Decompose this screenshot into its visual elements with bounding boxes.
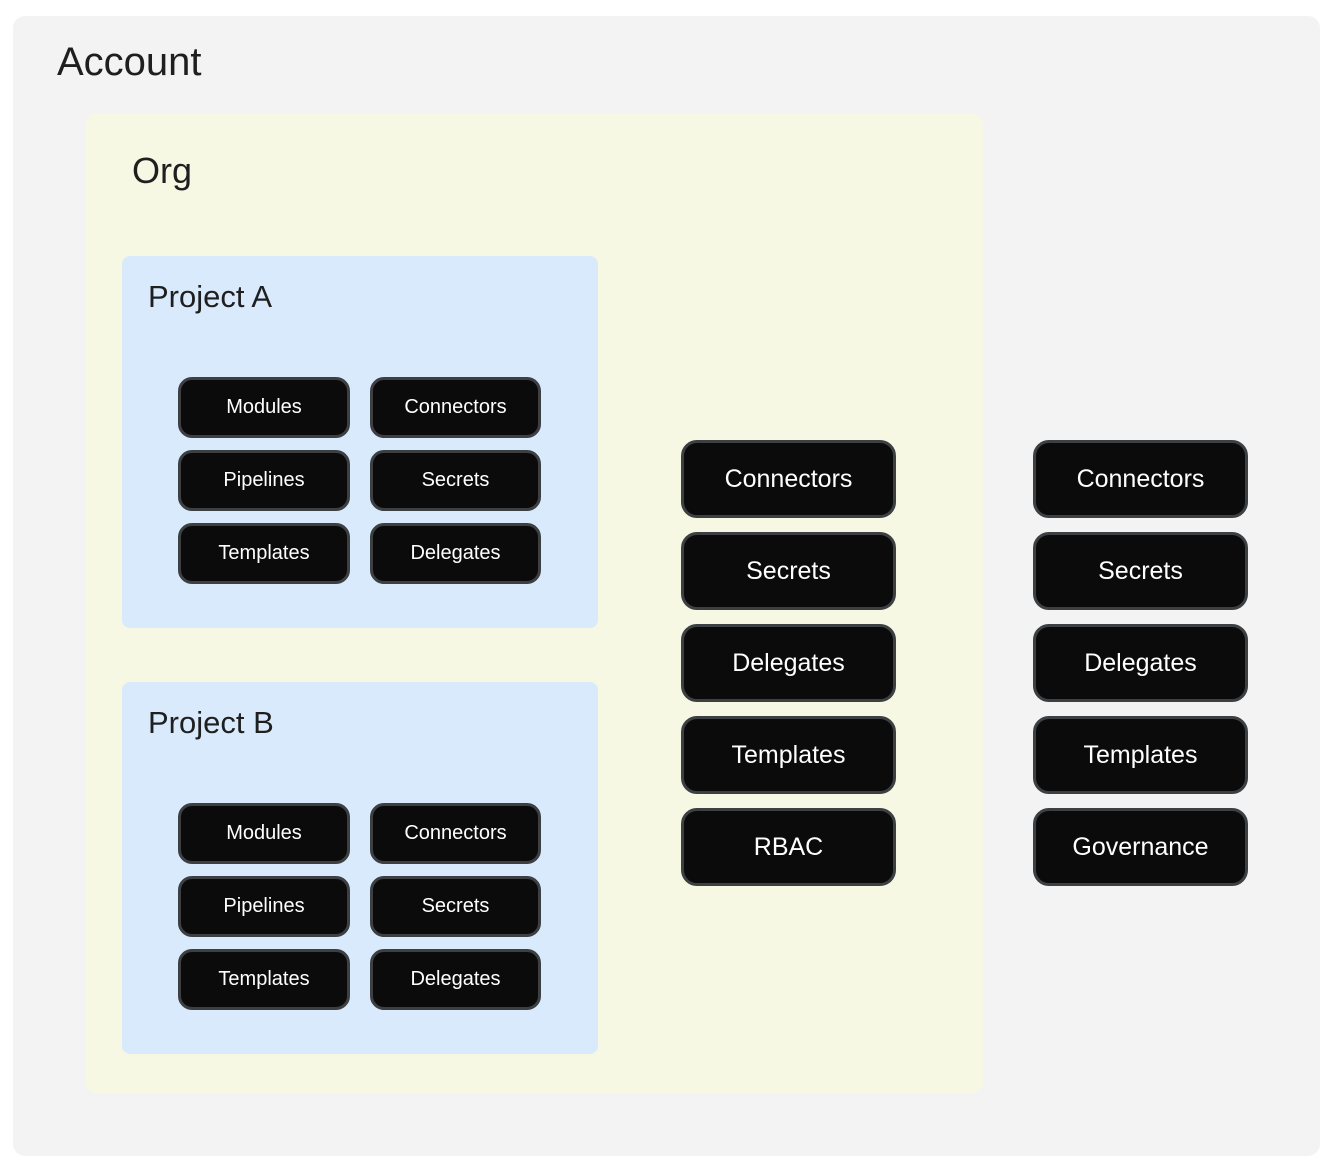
project-a-title: Project A bbox=[148, 279, 273, 314]
node-modules: Modules bbox=[178, 377, 350, 438]
org-container: Org Project A Modules Connectors Pipelin… bbox=[85, 113, 983, 1093]
node-delegates: Delegates bbox=[370, 949, 541, 1010]
node-secrets: Secrets bbox=[681, 532, 896, 610]
account-title: Account bbox=[57, 40, 202, 84]
node-connectors: Connectors bbox=[370, 803, 541, 864]
node-rbac: RBAC bbox=[681, 808, 896, 886]
node-delegates: Delegates bbox=[1033, 624, 1248, 702]
org-title: Org bbox=[132, 150, 193, 191]
project-b-container: Project B Modules Connectors Pipelines S… bbox=[122, 682, 598, 1054]
node-secrets: Secrets bbox=[370, 450, 541, 511]
node-delegates: Delegates bbox=[370, 523, 541, 584]
node-templates: Templates bbox=[178, 949, 350, 1010]
node-secrets: Secrets bbox=[1033, 532, 1248, 610]
project-b-pill-grid: Modules Connectors Pipelines Secrets Tem… bbox=[178, 803, 541, 1010]
node-templates: Templates bbox=[1033, 716, 1248, 794]
node-secrets: Secrets bbox=[370, 876, 541, 937]
project-a-container: Project A Modules Connectors Pipelines S… bbox=[122, 256, 598, 628]
project-a-pill-grid: Modules Connectors Pipelines Secrets Tem… bbox=[178, 377, 541, 584]
node-connectors: Connectors bbox=[681, 440, 896, 518]
org-resources-column: Connectors Secrets Delegates Templates R… bbox=[681, 440, 896, 886]
node-pipelines: Pipelines bbox=[178, 450, 350, 511]
project-b-title: Project B bbox=[148, 705, 274, 740]
node-templates: Templates bbox=[178, 523, 350, 584]
node-governance: Governance bbox=[1033, 808, 1248, 886]
node-templates: Templates bbox=[681, 716, 896, 794]
account-resources-column: Connectors Secrets Delegates Templates G… bbox=[1033, 440, 1248, 886]
node-pipelines: Pipelines bbox=[178, 876, 350, 937]
node-connectors: Connectors bbox=[370, 377, 541, 438]
node-connectors: Connectors bbox=[1033, 440, 1248, 518]
node-modules: Modules bbox=[178, 803, 350, 864]
node-delegates: Delegates bbox=[681, 624, 896, 702]
account-container: Account Org Project A Modules Connectors… bbox=[13, 16, 1320, 1156]
